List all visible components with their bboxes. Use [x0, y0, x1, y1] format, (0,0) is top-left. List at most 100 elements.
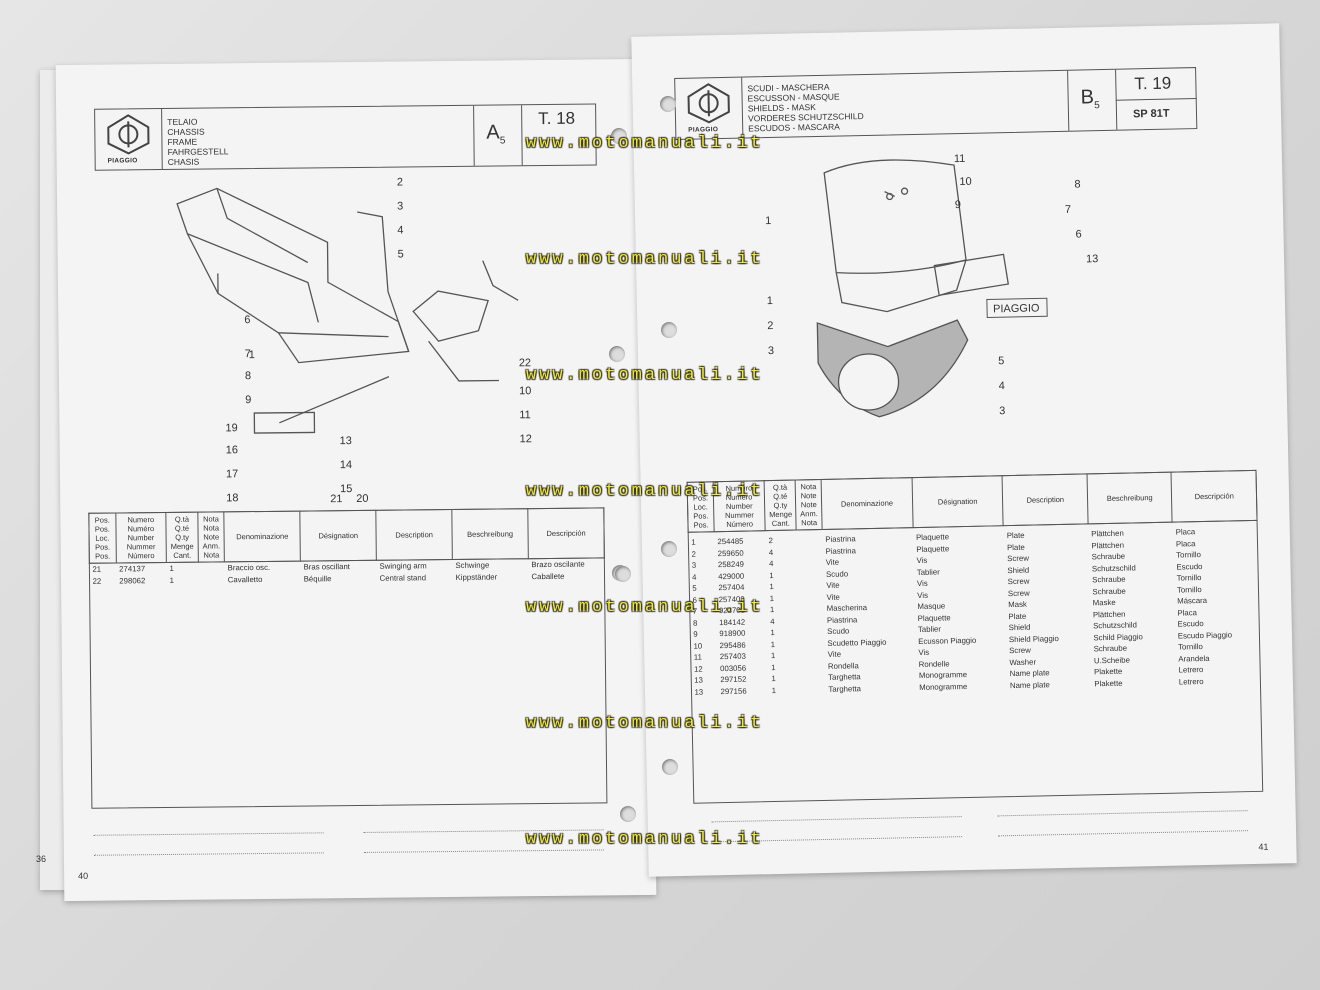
svg-text:21: 21: [330, 493, 342, 504]
piaggio-logo-icon: [107, 114, 150, 155]
svg-text:3: 3: [999, 405, 1005, 417]
table-cell: [799, 660, 825, 672]
table-cell: 13: [694, 675, 704, 685]
left-header-box: PIAGGIO TELAIO CHASSIS FRAME FAHRGESTELL…: [94, 103, 597, 171]
chassis-callouts: 1 2 3 4 5 6 7 8 9 10 11 12 13 14 15 16 1…: [225, 176, 532, 504]
watermark: www.motomanuali.it: [526, 134, 764, 153]
right-model: SP 81T: [1132, 107, 1170, 121]
svg-text:1: 1: [249, 349, 255, 361]
table-cell: Plakette: [1094, 678, 1123, 689]
right-note-line: [997, 810, 1248, 817]
table-cell: 4: [768, 559, 774, 569]
right-logo: PIAGGIO: [675, 77, 744, 139]
svg-text:2: 2: [397, 176, 403, 188]
table-cell: 1: [691, 537, 696, 547]
table-cell: 11: [693, 652, 702, 662]
table-cell: Monogramme: [919, 681, 968, 692]
table-cell: 1: [769, 570, 774, 580]
watermark: www.motomanuali.it: [526, 482, 764, 501]
table-cell: Piastrina: [825, 534, 856, 545]
left-title-en: FRAME: [167, 136, 198, 147]
table-cell: 3: [691, 560, 697, 570]
watermark: www.motomanuali.it: [526, 366, 764, 385]
right-page-number: 41: [1258, 841, 1269, 852]
svg-text:8: 8: [1074, 179, 1080, 191]
table-cell: Letrero: [1178, 676, 1204, 687]
table-cell: 1: [769, 605, 775, 615]
svg-text:3: 3: [768, 345, 774, 357]
left-section-letter: A5: [486, 121, 506, 147]
piaggio-logo-icon: [687, 83, 730, 124]
table-cell: 8: [692, 618, 698, 628]
right-page: PIAGGIO SCUDI - MASCHERA ESCUSSON - MASQ…: [631, 23, 1297, 877]
svg-text:9: 9: [245, 394, 251, 406]
right-brand: PIAGGIO: [688, 126, 719, 134]
left-table-number: T. 18: [538, 108, 576, 129]
shield-diagram: 1 1 2 3 3 4 5 6 7 8 9 10 11 12 13 PIAGGI…: [765, 153, 1098, 418]
svg-text:1: 1: [767, 295, 773, 307]
table-cell: 254485: [717, 536, 744, 547]
table-cell: 4: [692, 572, 697, 582]
table-cell: 1: [769, 593, 775, 603]
table-cell: 1: [770, 639, 776, 649]
left-page: PIAGGIO TELAIO CHASSIS FRAME FAHRGESTELL…: [55, 58, 657, 902]
table-cell: Plaquette: [915, 532, 950, 543]
table-cell: 1: [769, 582, 774, 592]
table-cell: Name plate: [1009, 680, 1050, 690]
left-title-fr: CHASSIS: [167, 126, 205, 137]
table-cell: 10: [693, 641, 703, 651]
table-cell: 1: [771, 685, 777, 695]
right-note-line: [711, 816, 962, 823]
table-cell: 297156: [720, 686, 747, 696]
table-cell: [797, 557, 823, 569]
svg-text:13: 13: [1086, 253, 1098, 265]
table-cell: 1: [771, 674, 776, 684]
table-cell: 13: [694, 687, 704, 697]
left-page-number: 40: [78, 870, 89, 881]
svg-text:7: 7: [1065, 204, 1071, 216]
svg-text:14: 14: [340, 459, 352, 471]
right-parts-table: Pos. Pos. Loc. Pos. Pos. Numero Numéro N…: [687, 470, 1261, 698]
table-cell: 2: [768, 536, 773, 546]
binder-hole: [611, 128, 627, 144]
svg-text:10: 10: [959, 176, 971, 188]
table-cell: Targhetta: [828, 683, 862, 694]
table-cell: 9: [693, 629, 698, 639]
svg-text:6: 6: [1075, 228, 1081, 240]
svg-text:20: 20: [356, 493, 368, 504]
svg-text:2: 2: [767, 320, 773, 332]
svg-text:17: 17: [226, 468, 238, 480]
right-model-cell: SP 81T: [1115, 99, 1198, 130]
under-page-number: 36: [36, 854, 47, 864]
table-cell: [797, 545, 823, 557]
binder-hole: [662, 759, 678, 775]
watermark: www.motomanuali.it: [526, 714, 764, 733]
svg-text:PIAGGIO: PIAGGIO: [993, 302, 1040, 315]
left-titles: TELAIO CHASSIS FRAME FAHRGESTELL CHASIS: [167, 116, 228, 167]
svg-text:7: 7: [245, 348, 251, 360]
svg-text:5: 5: [998, 355, 1004, 367]
table-cell: 2: [691, 549, 697, 559]
left-table-header-row: Pos. Pos. Loc. Pos. Pos. Numero Numéro N…: [88, 507, 605, 564]
right-header-box: PIAGGIO SCUDI - MASCHERA ESCUSSON - MASQ…: [674, 67, 1198, 140]
table-cell: [798, 591, 824, 603]
svg-text:15: 15: [340, 483, 352, 495]
svg-text:4: 4: [397, 224, 403, 236]
right-table-cell: T. 19: [1115, 68, 1197, 101]
table-cell: 1: [770, 651, 776, 661]
left-note-line: [363, 849, 604, 853]
svg-text:16: 16: [226, 444, 238, 456]
table-cell: 1: [771, 662, 776, 672]
binder-hole: [661, 541, 677, 557]
svg-text:11: 11: [954, 153, 966, 165]
table-cell: [800, 672, 826, 684]
binder-hole: [620, 806, 636, 822]
table-cell: 12: [693, 664, 703, 674]
svg-text:11: 11: [519, 409, 531, 421]
table-cell: [799, 626, 825, 638]
svg-text:10: 10: [519, 385, 531, 397]
right-section-letter: B5: [1080, 86, 1100, 112]
binder-hole: [660, 96, 676, 112]
table-cell: [797, 568, 823, 580]
